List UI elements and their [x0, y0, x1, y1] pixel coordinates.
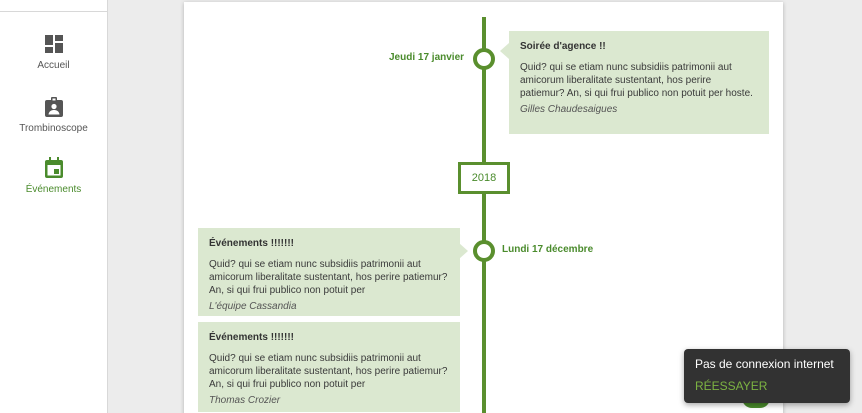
- sidebar-item-trombinoscope[interactable]: Trombinoscope: [0, 95, 107, 134]
- event-date: Jeudi 17 janvier: [389, 52, 465, 63]
- event-body: Quid? qui se etiam nunc subsidiis patrim…: [209, 259, 448, 296]
- sidebar-item-label: Trombinoscope: [19, 123, 88, 134]
- year-badge: 2018: [458, 162, 510, 194]
- badge-icon: [44, 97, 63, 117]
- event-card[interactable]: Événements !!!!!!! Quid? qui se etiam nu…: [198, 322, 460, 412]
- dashboard-icon: [44, 35, 63, 53]
- timeline-card: Jeudi 17 janvier Soirée d'agence !! Quid…: [184, 2, 783, 413]
- sidebar-item-label: Événements: [25, 184, 82, 195]
- event-body: Quid? qui se etiam nunc subsidiis patrim…: [209, 353, 448, 390]
- event-date: Lundi 17 décembre: [502, 244, 594, 255]
- offline-snackbar: Pas de connexion internet RÉESSAYER: [684, 349, 850, 403]
- event-author: Gilles Chaudesaigues: [520, 104, 618, 115]
- event-card[interactable]: Soirée d'agence !! Quid? qui se etiam nu…: [509, 31, 769, 134]
- calendar-icon: [44, 157, 63, 178]
- timeline-node[interactable]: [473, 240, 495, 262]
- sidebar-item-label: Accueil: [37, 60, 70, 71]
- event-author: L'équipe Cassandia: [209, 301, 297, 312]
- sidebar-divider: [0, 11, 107, 12]
- event-title: Événements !!!!!!!: [209, 332, 295, 343]
- event-title: Soirée d'agence !!: [520, 41, 606, 52]
- event-pointer: [459, 243, 468, 259]
- fab-button[interactable]: [742, 398, 770, 408]
- event-pointer: [500, 43, 509, 59]
- sidebar-item-accueil[interactable]: Accueil: [0, 32, 107, 71]
- snackbar-message: Pas de connexion internet: [695, 357, 834, 371]
- timeline-node[interactable]: [473, 48, 495, 70]
- sidebar-item-evenements[interactable]: Événements: [0, 156, 107, 195]
- event-body: Quid? qui se etiam nunc subsidiis patrim…: [520, 62, 753, 99]
- event-title: Événements !!!!!!!: [209, 238, 295, 249]
- event-author: Thomas Crozier: [209, 395, 281, 406]
- event-card[interactable]: Événements !!!!!!! Quid? qui se etiam nu…: [198, 228, 460, 316]
- sidebar: Accueil Trombinoscope Événements: [0, 0, 108, 413]
- timeline-line: [482, 17, 486, 413]
- retry-button[interactable]: RÉESSAYER: [695, 379, 768, 393]
